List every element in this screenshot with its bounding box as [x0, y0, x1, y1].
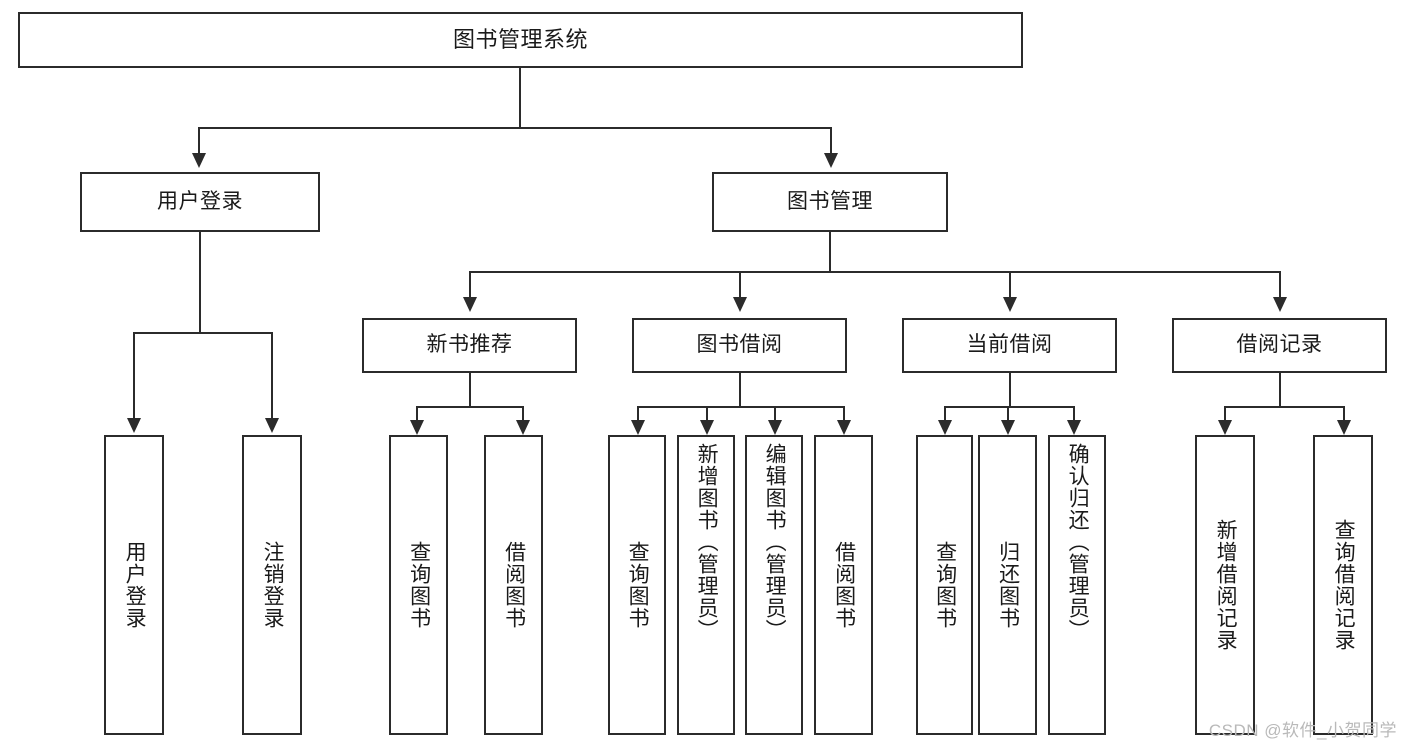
connector-level3-bus	[469, 271, 1280, 273]
node-label: 新书推荐	[426, 333, 513, 357]
node-label: 新增借阅记录	[1214, 519, 1238, 651]
arrow-book-borrow-leaf-3	[768, 420, 782, 435]
connector-book-borrow-leaf-3	[774, 406, 776, 422]
node-label: 查询图书	[407, 541, 431, 629]
connector-level2-bus	[198, 127, 832, 129]
arrow-book-borrow-leaf-4	[837, 420, 851, 435]
connector-book-manage-stem	[829, 232, 831, 272]
connector-root-stem	[519, 68, 521, 128]
connector-book-borrow-leaf-1	[637, 406, 639, 422]
leaf-confirm-return-admin[interactable]: 确认归还（管理员）	[1048, 435, 1106, 735]
leaf-borrow-book-recommend[interactable]: 借阅图书	[484, 435, 543, 735]
arrow-book-borrow-leaf-1	[631, 420, 645, 435]
arrow-borrow-record-leaf-2	[1337, 420, 1351, 435]
leaf-edit-book-admin[interactable]: 编辑图书（管理员）	[745, 435, 803, 735]
arrow-user-login-leaf-1	[127, 418, 141, 433]
node-label: 图书管理	[787, 189, 873, 213]
node-label: 当前借阅	[966, 333, 1053, 357]
leaf-borrow-book[interactable]: 借阅图书	[814, 435, 873, 735]
node-label: 归还图书	[996, 541, 1020, 629]
node-label: 用户登录	[157, 189, 243, 213]
connector-borrow-record-leaf-2	[1343, 406, 1345, 422]
connector-new-book-leaf-1	[416, 406, 418, 422]
arrow-to-new-book	[463, 297, 477, 312]
connector-to-book-manage	[830, 127, 832, 155]
connector-user-login-bus	[133, 332, 271, 334]
arrow-book-borrow-leaf-2	[700, 420, 714, 435]
leaf-user-login[interactable]: 用户登录	[104, 435, 164, 735]
arrow-new-book-leaf-1	[410, 420, 424, 435]
connector-to-new-book	[469, 271, 471, 299]
leaf-query-borrow-record[interactable]: 查询借阅记录	[1313, 435, 1373, 735]
node-label: 图书借阅	[696, 333, 783, 357]
node-root-system[interactable]: 图书管理系统	[18, 12, 1023, 68]
leaf-query-book-current[interactable]: 查询图书	[916, 435, 973, 735]
node-label: 注销登录	[261, 541, 285, 629]
connector-new-book-stem	[469, 373, 471, 407]
connector-borrow-record-stem	[1279, 373, 1281, 407]
connector-user-login-stem	[199, 232, 201, 333]
node-label: 查询借阅记录	[1332, 519, 1356, 651]
node-label: 查询图书	[933, 541, 957, 629]
arrow-current-borrow-leaf-3	[1067, 420, 1081, 435]
connector-to-current-borrow	[1009, 271, 1011, 299]
leaf-add-borrow-record[interactable]: 新增借阅记录	[1195, 435, 1255, 735]
node-label: 查询图书	[626, 541, 650, 629]
node-label: 借阅图书	[502, 541, 526, 629]
node-label: 借阅图书	[832, 541, 856, 629]
node-book-manage[interactable]: 图书管理	[712, 172, 948, 232]
node-current-borrow[interactable]: 当前借阅	[902, 318, 1117, 373]
connector-book-borrow-leaf-4	[843, 406, 845, 422]
arrow-to-book-borrow	[733, 297, 747, 312]
connector-current-borrow-stem	[1009, 373, 1011, 407]
connector-user-login-leaf-2	[271, 332, 273, 420]
arrow-current-borrow-leaf-2	[1001, 420, 1015, 435]
arrow-to-borrow-record	[1273, 297, 1287, 312]
node-user-login[interactable]: 用户登录	[80, 172, 320, 232]
connector-current-borrow-leaf-1	[944, 406, 946, 422]
arrow-to-user-login	[192, 153, 206, 168]
leaf-query-book-borrow[interactable]: 查询图书	[608, 435, 666, 735]
connector-book-borrow-leaf-2	[706, 406, 708, 422]
node-label: 新增图书（管理员）	[695, 443, 719, 641]
arrow-new-book-leaf-2	[516, 420, 530, 435]
node-label: 借阅记录	[1236, 333, 1323, 357]
node-book-borrow[interactable]: 图书借阅	[632, 318, 847, 373]
connector-new-book-bus	[416, 406, 522, 408]
leaf-add-book-admin[interactable]: 新增图书（管理员）	[677, 435, 735, 735]
connector-book-borrow-bus	[637, 406, 843, 408]
arrow-user-login-leaf-2	[265, 418, 279, 433]
connector-to-book-borrow	[739, 271, 741, 299]
connector-current-borrow-leaf-3	[1073, 406, 1075, 422]
leaf-query-book-recommend[interactable]: 查询图书	[389, 435, 448, 735]
arrow-borrow-record-leaf-1	[1218, 420, 1232, 435]
leaf-logout[interactable]: 注销登录	[242, 435, 302, 735]
connector-current-borrow-leaf-2	[1007, 406, 1009, 422]
connector-borrow-record-bus	[1224, 406, 1343, 408]
node-label: 用户登录	[123, 541, 147, 629]
leaf-return-book[interactable]: 归还图书	[978, 435, 1037, 735]
node-new-book-recommend[interactable]: 新书推荐	[362, 318, 577, 373]
arrow-to-book-manage	[824, 153, 838, 168]
watermark-text: CSDN @软件_小贺同学	[1208, 721, 1397, 740]
node-label: 图书管理系统	[452, 27, 588, 53]
node-label: 确认归还（管理员）	[1066, 443, 1090, 641]
connector-new-book-leaf-2	[522, 406, 524, 422]
connector-borrow-record-leaf-1	[1224, 406, 1226, 422]
connector-book-borrow-stem	[739, 373, 741, 407]
arrow-to-current-borrow	[1003, 297, 1017, 312]
connector-to-user-login	[198, 127, 200, 155]
arrow-current-borrow-leaf-1	[938, 420, 952, 435]
node-borrow-record[interactable]: 借阅记录	[1172, 318, 1387, 373]
connector-to-borrow-record	[1279, 271, 1281, 299]
node-label: 编辑图书（管理员）	[763, 443, 787, 641]
connector-user-login-leaf-1	[133, 332, 135, 420]
